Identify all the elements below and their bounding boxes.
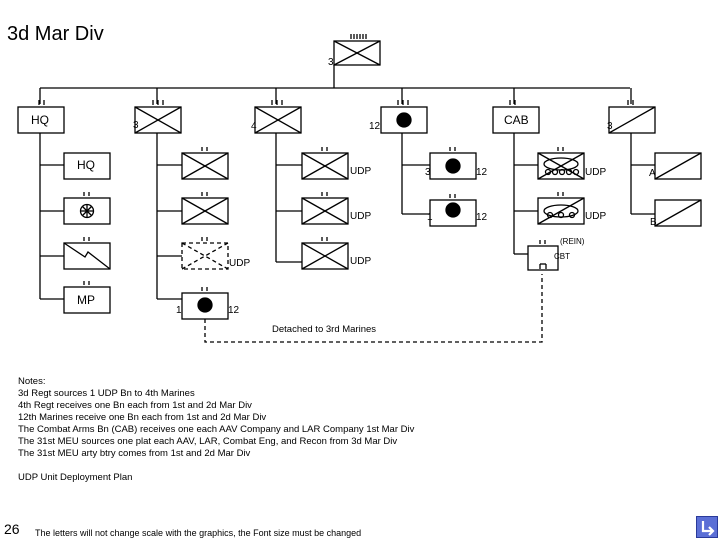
notes-line: 12th Marines receive one Bn each from 1s… (18, 412, 267, 423)
udp-label-4-2: UDP (350, 211, 372, 222)
artillery-bn-bottom-symbol (181, 287, 229, 320)
comm-unit-symbol (63, 237, 111, 270)
footer-note: The letters will not change scale with t… (35, 528, 362, 538)
return-arrow-icon (701, 521, 715, 536)
cab-label: CAB (504, 113, 529, 127)
aav-co-symbol (537, 147, 585, 180)
regt-12-symbol (380, 100, 428, 134)
mp-label: MP (77, 293, 95, 307)
notes-line: 4th Regt receives one Bn each from 1st a… (18, 400, 252, 411)
rein-label: (REIN) (560, 237, 585, 246)
regt-3-symbol (134, 100, 182, 134)
notes-line: The Combat Arms Bn (CAB) receives one ea… (18, 424, 415, 435)
art-12-b-right-label: 12 (476, 212, 488, 223)
lar-co-a-symbol (654, 152, 702, 180)
bn-3-1-symbol (181, 147, 229, 180)
bn-3-2-symbol (181, 192, 229, 225)
notes-line: The 31st MEU sources one plat each AAV, … (18, 436, 398, 447)
udp-label-3: UDP (229, 258, 251, 269)
regt-12-label: 12 (369, 121, 381, 132)
return-button[interactable] (696, 516, 718, 538)
notes-block: Notes: 3d Regt sources 1 UDP Bn to 4th M… (18, 376, 414, 484)
hq-label: HQ (31, 113, 49, 127)
bn-3-udp-symbol (181, 242, 229, 270)
lar-3-label: 3 (607, 121, 613, 132)
div-number-label: 3 (328, 57, 334, 68)
hq-bn-symbol (63, 152, 111, 180)
lar-co-symbol (537, 192, 585, 225)
cbt-label: CBT (554, 252, 570, 261)
notes-line: The 31st MEU arty btry comes from 1st an… (18, 448, 251, 459)
cab-udp-label-1: UDP (585, 167, 607, 178)
lar-3-symbol (608, 100, 656, 134)
cab-symbol (492, 100, 540, 134)
art-bottom-left-label: 1 (176, 305, 182, 316)
artillery-bn-3-symbol (429, 147, 477, 180)
udp-label-4-1: UDP (350, 166, 372, 177)
notes-line: 3d Regt sources 1 UDP Bn to 4th Marines (18, 388, 195, 399)
division-symbol (333, 34, 381, 66)
page-title: 3d Mar Div (7, 23, 104, 45)
bn-4-1-symbol (301, 147, 349, 180)
art-12-b-left-label: 1 (427, 212, 433, 223)
cbt-eng-symbol (527, 240, 559, 271)
art-bottom-right-label: 12 (228, 305, 240, 316)
lar-co-b-symbol (654, 199, 702, 227)
bn-4-3-symbol (301, 237, 349, 270)
regt-4-label: 4 (251, 121, 257, 132)
page-number: 26 (4, 521, 20, 537)
detached-label: Detached to 3rd Marines (272, 324, 377, 335)
signal-unit-symbol (63, 192, 111, 225)
co-a-label: A (649, 168, 656, 179)
hq-bn-label: HQ (77, 158, 95, 172)
notes-line: Notes: (18, 376, 46, 387)
regt-4-symbol (254, 100, 302, 134)
co-b-label: B (650, 217, 657, 228)
hq-unit-symbol (17, 100, 65, 134)
bn-4-2-symbol (301, 192, 349, 225)
udp-label-4-3: UDP (350, 256, 372, 267)
notes-line (18, 460, 414, 472)
art-12-a-right-label: 12 (476, 167, 488, 178)
mp-unit-symbol (63, 281, 111, 314)
notes-line: UDP Unit Deployment Plan (18, 472, 133, 483)
regt-3-label: 3 (133, 120, 139, 131)
cab-udp-label-2: UDP (585, 211, 607, 222)
artillery-bn-1-symbol (429, 194, 477, 227)
art-12-a-left-label: 3 (425, 167, 431, 178)
